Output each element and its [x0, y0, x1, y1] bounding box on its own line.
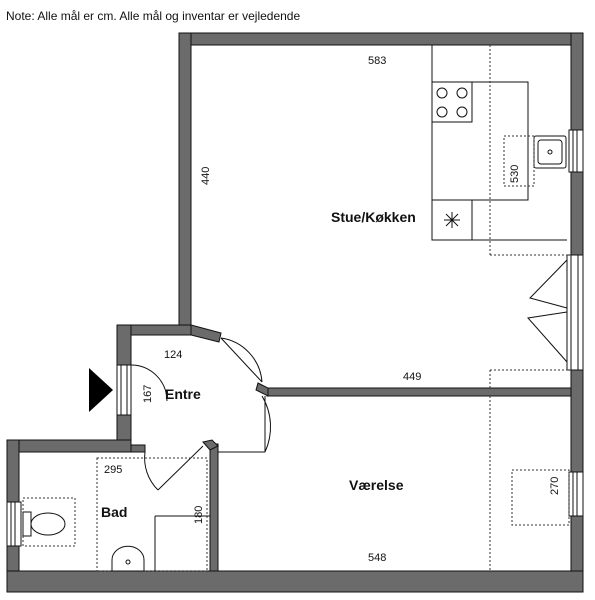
toilet-tank	[22, 511, 32, 537]
door-leaf-upper	[529, 259, 568, 309]
wardrobe-outline	[511, 469, 570, 526]
door-arc-vaerelse	[261, 395, 271, 453]
kitchen	[431, 45, 571, 256]
window-bad	[6, 501, 22, 547]
shower-outline	[96, 457, 208, 572]
dim-vaerelse-width: 548	[368, 552, 386, 564]
door-arc-entry	[130, 364, 168, 402]
wall-entre-left-a	[116, 324, 132, 366]
dim-vaerelse-depth: 270	[549, 477, 561, 495]
toilet-bowl	[30, 512, 66, 536]
entrance-arrow-icon	[89, 368, 113, 412]
dim-kitchen-depth: 530	[509, 165, 521, 183]
vaerelse-dotted	[489, 396, 570, 571]
dim-stue-width: 583	[368, 55, 386, 67]
door-leaf-lower	[527, 311, 568, 363]
living-dotted	[489, 369, 571, 388]
dim-stue-depth: 440	[200, 167, 212, 185]
room-label-vaerelse: Værelse	[349, 477, 404, 493]
bad-fixtures	[22, 457, 210, 572]
wall-corridor	[266, 387, 572, 397]
balcony-door-frame	[566, 254, 584, 371]
wall-bad-vaerelse	[209, 443, 219, 572]
wall-bad-top	[6, 439, 132, 453]
note-text: Note: Alle mål er cm. Alle mål og invent…	[6, 9, 300, 23]
entry-door-frame	[116, 364, 132, 416]
dim-entre-width: 124	[164, 349, 182, 361]
bad-sink	[111, 545, 145, 572]
room-label-entre: Entre	[165, 386, 201, 402]
entre-doors	[130, 337, 271, 491]
window-vaerelse	[568, 471, 584, 517]
door-arc-living	[220, 337, 263, 383]
windows	[6, 129, 584, 547]
wall-corridor-end	[255, 382, 269, 397]
dim-bad-depth: 180	[193, 506, 205, 524]
dim-corridor-width: 449	[403, 371, 421, 383]
dim-bad-width: 295	[104, 464, 122, 476]
wall-living-left	[178, 32, 192, 336]
wall-bottom	[6, 570, 584, 593]
dim-entre-depth: 167	[142, 385, 154, 403]
walls	[6, 32, 584, 593]
stove	[431, 81, 473, 123]
window-kitchen	[568, 129, 584, 173]
room-label-bad: Bad	[101, 504, 127, 520]
wall-bad-vaerelse-top	[202, 439, 219, 451]
wall-top	[178, 32, 584, 46]
wall-entre-top-angle	[190, 324, 222, 343]
door-arc-bad	[144, 451, 159, 491]
wall-bad-entry	[130, 444, 146, 453]
room-label-stue: Stue/Køkken	[331, 209, 416, 225]
balcony-doors	[527, 254, 584, 371]
